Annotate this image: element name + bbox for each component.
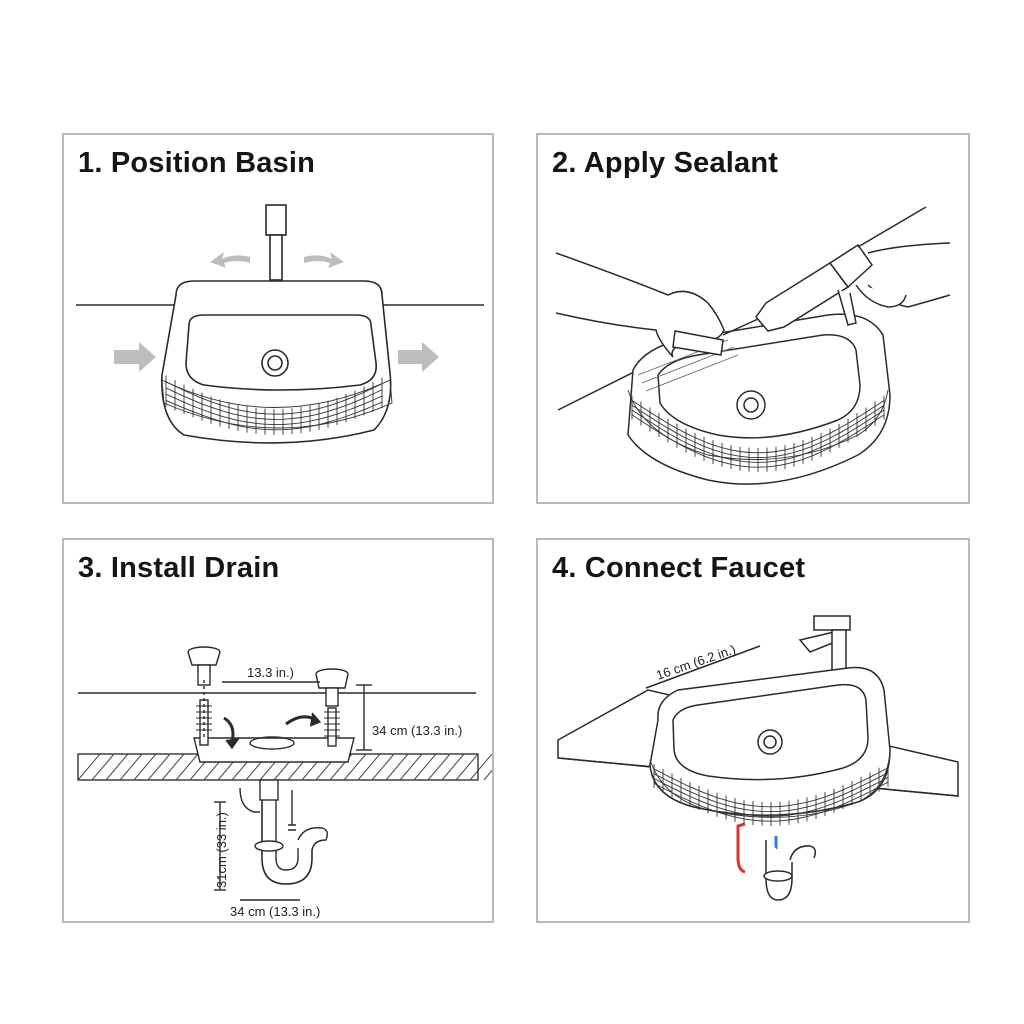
step-3-panel: 3. Install Drain — [62, 538, 494, 923]
basin-tile-band — [649, 749, 891, 826]
install-drain-illustration: 13.3 in.) 34 cm (13.3 in.) 31cm (33 in.)… — [77, 646, 492, 919]
basin-outer — [649, 666, 891, 816]
drain-hole — [267, 355, 283, 371]
position-basin-illustration — [76, 204, 484, 444]
step-2-title: 2. Apply Sealant — [552, 147, 779, 179]
caulk-gun-trigger — [837, 289, 857, 326]
hot-supply-line — [736, 822, 746, 874]
basin-inner — [657, 334, 861, 439]
drain-ring — [757, 729, 783, 755]
faucet-handle — [813, 615, 851, 631]
trap-arm — [789, 845, 817, 861]
scraper-tool — [672, 330, 724, 356]
trap-arm — [297, 827, 329, 851]
p-trap — [765, 840, 793, 901]
basin-inner — [672, 683, 869, 781]
faucet-head — [265, 204, 287, 236]
apply-sealant-illustration — [555, 206, 951, 485]
curved-arrow-right-icon — [304, 252, 344, 268]
basin-tile-band — [627, 389, 889, 472]
p-trap-inner — [275, 800, 299, 871]
trap-nut — [259, 779, 279, 801]
dim-label-top: 13.3 in.) — [247, 665, 294, 680]
caulk-gun-body — [828, 243, 873, 289]
step-3-title: 3. Install Drain — [78, 552, 280, 584]
basin-outer — [161, 280, 392, 444]
caulk-nozzle — [722, 318, 759, 336]
p-trap-outer — [261, 800, 313, 885]
drain-opening — [249, 736, 295, 750]
dim-label-right: 34 cm (13.3 in.) — [372, 723, 462, 738]
dim-label-side: 31cm (33 in.) — [214, 812, 229, 888]
drain-ring — [261, 349, 289, 377]
drain-hole — [743, 397, 759, 413]
supply-line — [288, 790, 296, 831]
dim-line-diag — [645, 645, 761, 689]
faucet-stem — [269, 234, 283, 281]
step-1-title: 1. Position Basin — [78, 147, 316, 179]
caulk-gun-rod — [857, 206, 927, 248]
curved-arrow-left-icon — [210, 252, 250, 268]
basin-tile-band — [161, 375, 393, 435]
drain-ring — [736, 390, 766, 420]
step-4-title: 4. Connect Faucet — [552, 552, 806, 584]
connect-faucet-illustration: 16 cm (6.2 in.) — [557, 615, 959, 901]
step-1-panel: 1. Position Basin — [62, 133, 494, 504]
basin-inner — [185, 314, 377, 391]
right-thread-rod — [327, 707, 337, 747]
dim-label-diag: 16 cm (6.2 in.) — [654, 642, 737, 683]
supply-hose — [239, 787, 260, 813]
dim-label-bottom: 34 cm (13.3 in.) — [230, 904, 320, 919]
step-4-panel: 4. Connect Faucet 1 — [536, 538, 970, 923]
step-2-panel: 2. Apply Sealant — [536, 133, 970, 504]
arrow-left-icon — [398, 342, 439, 372]
arrow-right-icon — [114, 342, 156, 372]
